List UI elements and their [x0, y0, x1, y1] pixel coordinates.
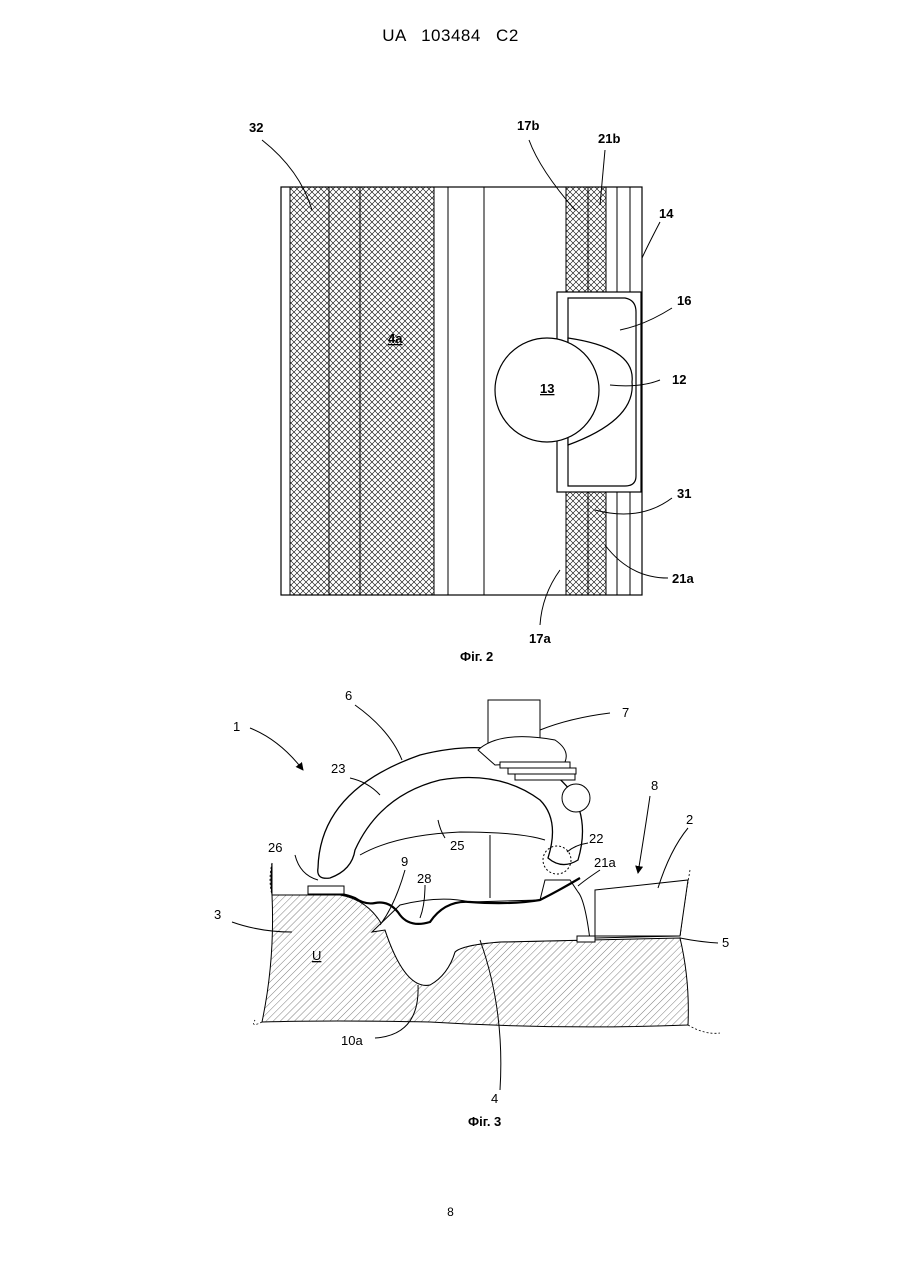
- hatched-region-4a: [290, 187, 434, 595]
- label-28: 28: [417, 871, 431, 886]
- figure-2-caption: Фіг. 2: [460, 649, 493, 664]
- label-21b: 21b: [598, 131, 620, 146]
- label-U: U: [312, 948, 321, 963]
- label-17a: 17a: [529, 631, 551, 646]
- label-31: 31: [677, 486, 691, 501]
- hatched-strip-bottom: [566, 492, 606, 595]
- label-7: 7: [622, 705, 629, 720]
- label-13: 13: [540, 381, 554, 396]
- label-21a: 21a: [672, 571, 694, 586]
- figure-3-caption: Фіг. 3: [468, 1114, 501, 1129]
- label-25: 25: [450, 838, 464, 853]
- page-number: 8: [0, 1205, 901, 1219]
- label-5: 5: [722, 935, 729, 950]
- label-32: 32: [249, 120, 263, 135]
- figure-2: 32 17b 21b 14 16 4a 13 12 31 21a 17a Фіг…: [249, 118, 694, 664]
- label-4a: 4a: [388, 331, 403, 346]
- label-22: 22: [589, 831, 603, 846]
- label-2: 2: [686, 812, 693, 827]
- label-3: 3: [214, 907, 221, 922]
- label-23: 23: [331, 761, 345, 776]
- label-21a: 21a: [594, 855, 616, 870]
- label-10a: 10a: [341, 1033, 363, 1048]
- element-2: [595, 880, 688, 936]
- figure-3: 1 6 7 8 2 23 22 21a 26 25 9 28 3 U 5 10a…: [214, 688, 729, 1129]
- label-8: 8: [651, 778, 658, 793]
- label-4: 4: [491, 1091, 498, 1106]
- label-6: 6: [345, 688, 352, 703]
- label-16: 16: [677, 293, 691, 308]
- label-14: 14: [659, 206, 674, 221]
- label-17b: 17b: [517, 118, 539, 133]
- label-26: 26: [268, 840, 282, 855]
- label-1: 1: [233, 719, 240, 734]
- label-9: 9: [401, 854, 408, 869]
- label-12: 12: [672, 372, 686, 387]
